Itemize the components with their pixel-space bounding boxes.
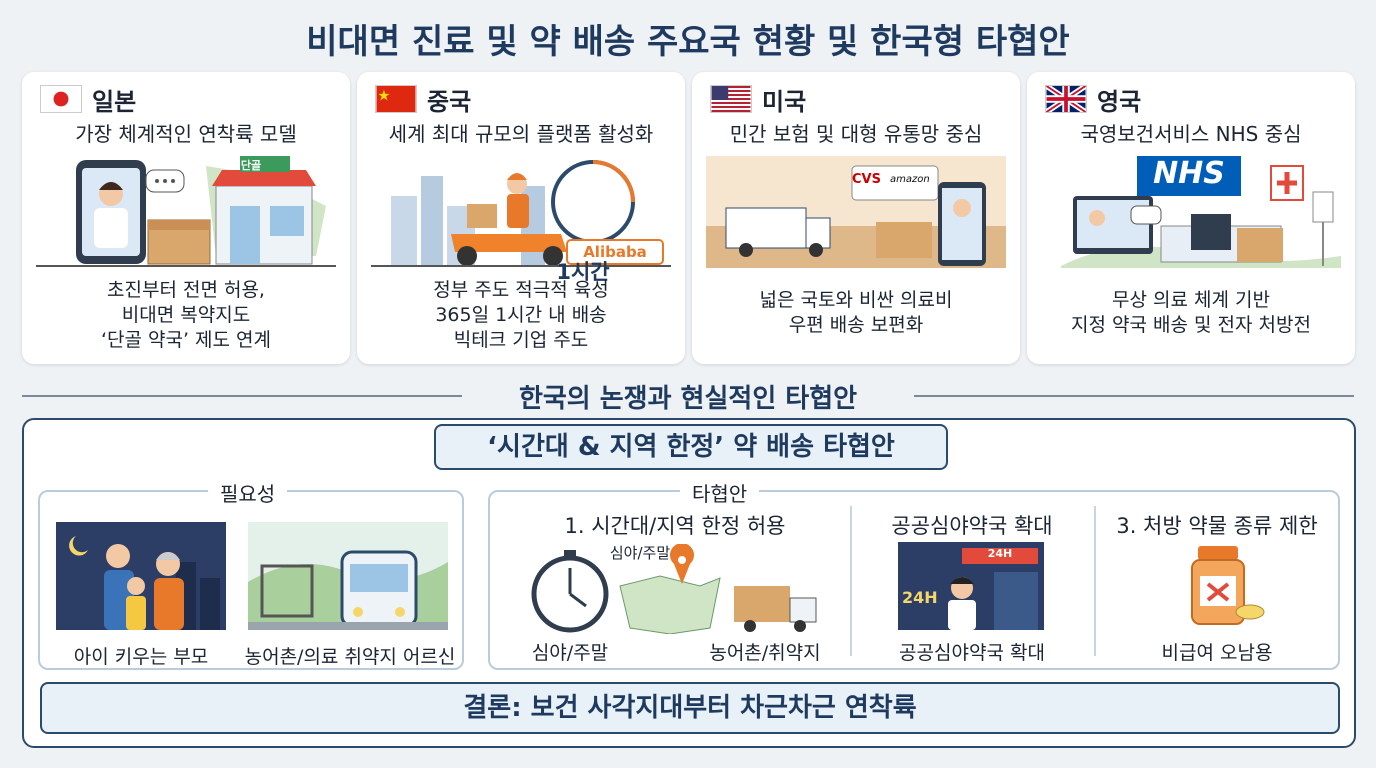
usa-flag-icon <box>710 85 752 113</box>
bullets-china: 정부 주도 적극적 육성 365일 1시간 내 배송 빅테크 기업 주도 <box>357 278 685 353</box>
pharmacy-sign-text: 단골 <box>240 159 262 172</box>
card-japan: 일본 가장 체계적인 연착륙 모델 단골 초진부터 전면 허용, 비대면 복약지… <box>22 72 350 364</box>
need-group: 필요성 아이 키우는 부모 농어촌/의료 취약지 어르신 <box>38 478 464 670</box>
card-uk: 영국 국영보건서비스 NHS 중심 NHS 무상 의료 체계 기반 지정 약국 … <box>1027 72 1355 364</box>
korea-compromise-panel: ‘시간대 & 지역 한정’ 약 배송 타협안 필요성 아이 키우는 부모 <box>22 418 1356 748</box>
section-divider-left <box>22 395 462 397</box>
compromise-col3-title: 3. 처방 약물 종류 제한 <box>1116 514 1318 538</box>
bullet: 빅테크 기업 주도 <box>453 329 589 351</box>
alibaba-logo-text: Alibaba <box>583 243 647 261</box>
section-title: 한국의 논쟁과 현실적인 타협안 <box>518 384 858 414</box>
compromise-col1-title: 1. 시간대/지역 한정 허용 <box>564 514 786 538</box>
compromise-col3-caption: 비급여 오남용 <box>1161 642 1273 664</box>
bullet: 무상 의료 체계 기반 <box>1112 289 1270 311</box>
bullet: 365일 1시간 내 배송 <box>435 304 607 326</box>
uk-flag-icon <box>1045 85 1087 113</box>
compromise-col2-caption: 공공심야약국 확대 <box>899 642 1045 664</box>
bullet: ‘단골 약국’ 제도 연계 <box>100 329 272 351</box>
country-name-usa: 미국 <box>762 87 807 116</box>
conclusion-banner: 결론: 보건 사각지대부터 차근차근 연착륙 <box>40 682 1340 734</box>
rural-bus-illustration <box>248 522 448 630</box>
country-subtitle-usa: 민간 보험 및 대형 유통망 중심 <box>729 122 983 146</box>
bullets-usa: 넓은 국토와 비싼 의료비 우편 배송 보편화 <box>692 288 1020 338</box>
column-separator <box>1094 506 1096 656</box>
japan-flag-icon <box>40 85 82 113</box>
amazon-logo-text: amazon <box>890 174 930 185</box>
need-item-rural-elderly: 농어촌/의료 취약지 어르신 <box>244 646 456 668</box>
time-label: 심야/주말 <box>531 642 609 664</box>
country-name-china: 중국 <box>427 87 472 116</box>
time-region-illustration <box>531 544 817 634</box>
bullet: 지정 약국 배송 및 전자 처방전 <box>1071 314 1311 336</box>
compromise-group: 타협안 1. 시간대/지역 한정 허용 심야/주말 심야/주말 농어촌/취약지 … <box>488 478 1340 670</box>
bullet: 우편 배송 보편화 <box>788 314 924 336</box>
china-flag-icon <box>375 85 417 113</box>
compromise-group-label: 타협안 <box>680 478 760 507</box>
compromise-col2-title: 공공심야약국 확대 <box>891 514 1053 538</box>
country-name-uk: 영국 <box>1097 87 1142 116</box>
need-item-parents: 아이 키우는 부모 <box>73 646 209 668</box>
nhs-logo-text: NHS <box>1153 156 1225 191</box>
bullets-japan: 초진부터 전면 허용, 비대면 복약지도 ‘단골 약국’ 제도 연계 <box>22 278 350 353</box>
country-subtitle-china: 세계 최대 규모의 플랫폼 활성화 <box>388 122 654 146</box>
plan-title: ‘시간대 & 지역 한정’ 약 배송 타협안 <box>434 424 948 470</box>
country-name-japan: 일본 <box>92 87 137 116</box>
section-divider-right <box>914 395 1354 397</box>
page-title: 비대면 진료 및 약 배송 주요국 현황 및 한국형 타협안 <box>306 22 1070 62</box>
need-group-label: 필요성 <box>208 478 288 507</box>
column-separator <box>850 506 852 656</box>
bullets-uk: 무상 의료 체계 기반 지정 약국 배송 및 전자 처방전 <box>1027 288 1355 338</box>
region-label: 농어촌/취약지 <box>709 642 821 664</box>
parents-night-illustration <box>56 522 226 630</box>
telemedicine-illustration <box>36 156 336 267</box>
bullet: 넓은 국토와 비싼 의료비 <box>759 289 953 311</box>
delivery-scooter-illustration <box>371 160 671 267</box>
bullet: 정부 주도 적극적 육성 <box>433 279 609 301</box>
country-cards: 일본 가장 체계적인 연착륙 모델 단골 초진부터 전면 허용, 비대면 복약지… <box>22 72 1356 364</box>
cvs-logo-text: CVS <box>852 172 881 187</box>
country-subtitle-japan: 가장 체계적인 연착륙 모델 <box>75 122 297 146</box>
one-hour-clock-text: 1시간 <box>556 260 610 284</box>
night-pharmacy-24h-sign: 24H <box>902 588 938 607</box>
bullet: 초진부터 전면 허용, <box>107 279 265 301</box>
night-pharmacy-illustration <box>898 542 1044 630</box>
country-subtitle-uk: 국영보건서비스 NHS 중심 <box>1080 122 1302 146</box>
bullet: 비대면 복약지도 <box>121 304 251 326</box>
mail-delivery-illustration <box>706 156 1006 268</box>
night-pharmacy-24h-banner: 24H <box>987 547 1013 560</box>
card-china: 중국 세계 최대 규모의 플랫폼 활성화 1시간 Alibaba 정부 주도 적… <box>357 72 685 364</box>
card-usa: 미국 민간 보험 및 대형 유통망 중심 CVS amazon 넓은 국토와 비… <box>692 72 1020 364</box>
nhs-illustration <box>1061 156 1341 268</box>
time-label-near-map: 심야/주말 <box>609 544 671 562</box>
medicine-bottle-x-icon <box>1191 546 1265 625</box>
